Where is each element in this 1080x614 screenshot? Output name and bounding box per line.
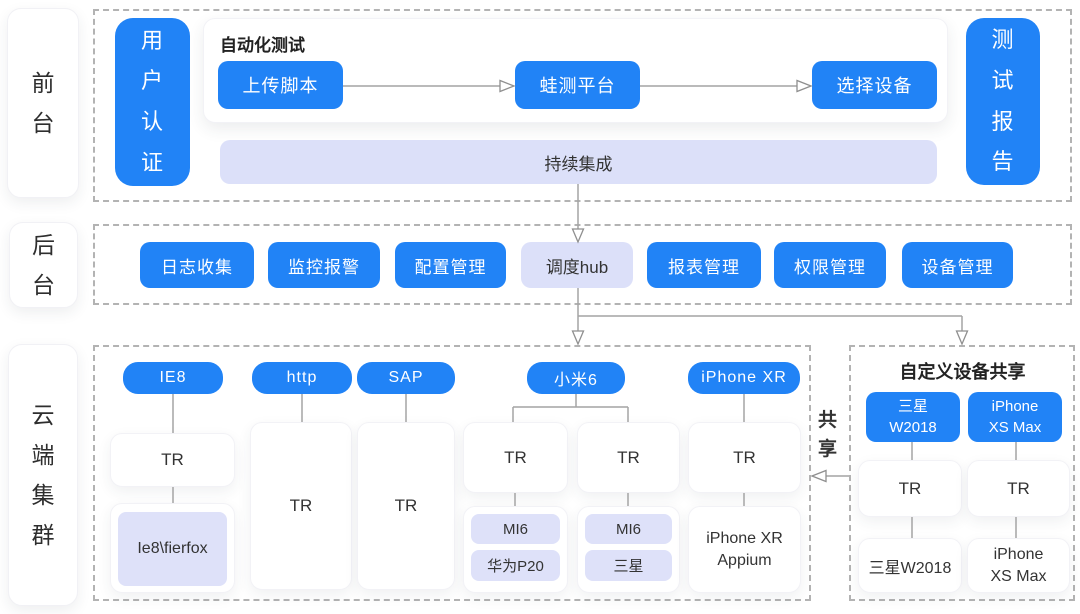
tr-label: TR <box>289 496 313 515</box>
device-button-samsung-w2018[interactable]: 三星 W2018 <box>866 392 960 442</box>
tr-label: TR <box>394 496 418 515</box>
permission-manage-label: 权限管理 <box>794 257 866 277</box>
monitor-alarm-button[interactable]: 监控报警 <box>268 242 380 288</box>
custom-share-title-text: 自定义设备共享 <box>899 362 1026 382</box>
device-sap-label: SAP <box>388 369 424 386</box>
device-button-http[interactable]: http <box>252 362 352 394</box>
result-card-ie8: Ie8\fierfox <box>110 503 235 593</box>
tr-card-mi6-left: TR <box>463 422 568 493</box>
chip-huawei-p20-label: 华为P20 <box>487 558 544 575</box>
result-card-samsung: 三星W2018 <box>858 538 962 593</box>
log-collect-button[interactable]: 日志收集 <box>140 242 254 288</box>
tr-label: TR <box>504 447 527 467</box>
samsung-w2018-line1: 三星 <box>897 398 928 415</box>
back-section-box <box>93 224 1072 305</box>
device-manage-label: 设备管理 <box>921 257 994 277</box>
select-device-button[interactable]: 选择设备 <box>812 61 937 109</box>
log-collect-label: 日志收集 <box>161 257 233 277</box>
chip-mi6-2: MI6 <box>585 514 672 544</box>
tr-card-http: TR <box>250 422 352 590</box>
ci-bar: 持续集成 <box>220 140 937 184</box>
chip-mi6-label: MI6 <box>502 520 528 538</box>
arrowhead-left-share <box>810 469 827 483</box>
tr-label: TR <box>617 447 640 467</box>
report-manage-label: 报表管理 <box>668 257 740 277</box>
frog-test-platform-label: 蛙测平台 <box>539 76 616 96</box>
select-device-label: 选择设备 <box>836 76 913 96</box>
device-button-ie8[interactable]: IE8 <box>123 362 223 394</box>
rail-cloud-label: 云端集群 <box>31 401 55 549</box>
user-auth-block[interactable]: 用户认证 <box>115 18 190 186</box>
device-iphonexr-label: iPhone XR <box>701 369 787 386</box>
test-report-block[interactable]: 测试报告 <box>966 18 1040 185</box>
automation-test-title: 自动化测试 <box>220 36 305 55</box>
samsung-w2018-line2: W2018 <box>889 419 937 436</box>
rail-front-label: 前台 <box>31 69 55 136</box>
tr-card-samsung: TR <box>858 460 962 517</box>
report-manage-button[interactable]: 报表管理 <box>647 242 761 288</box>
arrowhead-down-cloud <box>571 330 585 346</box>
upload-script-label: 上传脚本 <box>242 76 319 96</box>
device-mi6-label: 小米6 <box>554 372 598 389</box>
chip-mi6-2-label: MI6 <box>615 520 641 538</box>
arrowhead-down-share <box>955 330 969 346</box>
share-label-text: 共享 <box>818 410 838 461</box>
device-button-mi6[interactable]: 小米6 <box>527 362 625 394</box>
schedule-hub-label: 调度hub <box>545 257 609 277</box>
monitor-alarm-label: 监控报警 <box>288 257 360 277</box>
user-auth-label: 用户认证 <box>140 27 164 175</box>
result-iphone-line1: iPhone <box>993 545 1044 563</box>
tr-card-iphone-xsmax: TR <box>967 460 1070 517</box>
tr-label: TR <box>1007 478 1030 498</box>
device-button-iphonexr[interactable]: iPhone XR <box>688 362 800 394</box>
result-iphone-line2: XS Max <box>990 567 1047 585</box>
upload-script-button[interactable]: 上传脚本 <box>218 61 343 109</box>
device-button-iphone-xsmax[interactable]: iPhone XS Max <box>968 392 1062 442</box>
test-report-label: 测试报告 <box>991 27 1015 175</box>
device-ie8-label: IE8 <box>159 369 187 386</box>
schedule-hub-block[interactable]: 调度hub <box>521 242 633 288</box>
chip-ie8-firefox: Ie8\fierfox <box>118 512 227 586</box>
front-section-box <box>93 9 1072 202</box>
share-label: 共享 <box>818 406 842 468</box>
config-manage-label: 配置管理 <box>414 257 487 277</box>
result-card-mi6-left: MI6 华为P20 <box>463 506 568 593</box>
config-manage-button[interactable]: 配置管理 <box>395 242 506 288</box>
tr-card-sap: TR <box>357 422 455 590</box>
chip-samsung-label: 三星 <box>613 558 644 575</box>
cloud-section-box <box>93 345 811 601</box>
permission-manage-button[interactable]: 权限管理 <box>774 242 886 288</box>
iphone-xsmax-line1: iPhone <box>991 398 1039 415</box>
device-http-label: http <box>286 369 318 386</box>
result-card-iphone-xsmax: iPhone XS Max <box>967 538 1070 593</box>
chip-mi6: MI6 <box>471 514 560 544</box>
result-card-iphonexr: iPhone XR Appium <box>688 506 801 593</box>
device-button-sap[interactable]: SAP <box>357 362 455 394</box>
iphonexr-appium-line1: iPhone XR <box>706 529 783 547</box>
ci-bar-label: 持续集成 <box>544 154 613 174</box>
custom-share-box <box>849 345 1075 601</box>
rail-back-label: 后台 <box>32 231 55 298</box>
tr-label: TR <box>161 450 184 469</box>
rail-back: 后台 <box>9 222 78 308</box>
iphone-xsmax-line2: XS Max <box>988 419 1042 436</box>
tr-card-ie8: TR <box>110 433 235 487</box>
iphonexr-appium-line2: Appium <box>717 551 772 569</box>
rail-cloud: 云端集群 <box>8 344 78 606</box>
tr-label: TR <box>733 447 756 467</box>
chip-samsung: 三星 <box>585 550 672 581</box>
tr-card-iphonexr: TR <box>688 422 801 493</box>
device-manage-button[interactable]: 设备管理 <box>902 242 1013 288</box>
result-samsung-label: 三星W2018 <box>868 559 952 577</box>
result-card-mi6-right: MI6 三星 <box>577 506 680 593</box>
frog-test-platform-button[interactable]: 蛙测平台 <box>515 61 640 109</box>
chip-huawei-p20: 华为P20 <box>471 550 560 581</box>
tr-card-mi6-right: TR <box>577 422 680 493</box>
custom-share-title: 自定义设备共享 <box>850 358 1075 384</box>
tr-label: TR <box>898 478 922 498</box>
chip-ie8-firefox-label: Ie8\fierfox <box>137 540 208 557</box>
rail-front: 前台 <box>7 8 79 198</box>
